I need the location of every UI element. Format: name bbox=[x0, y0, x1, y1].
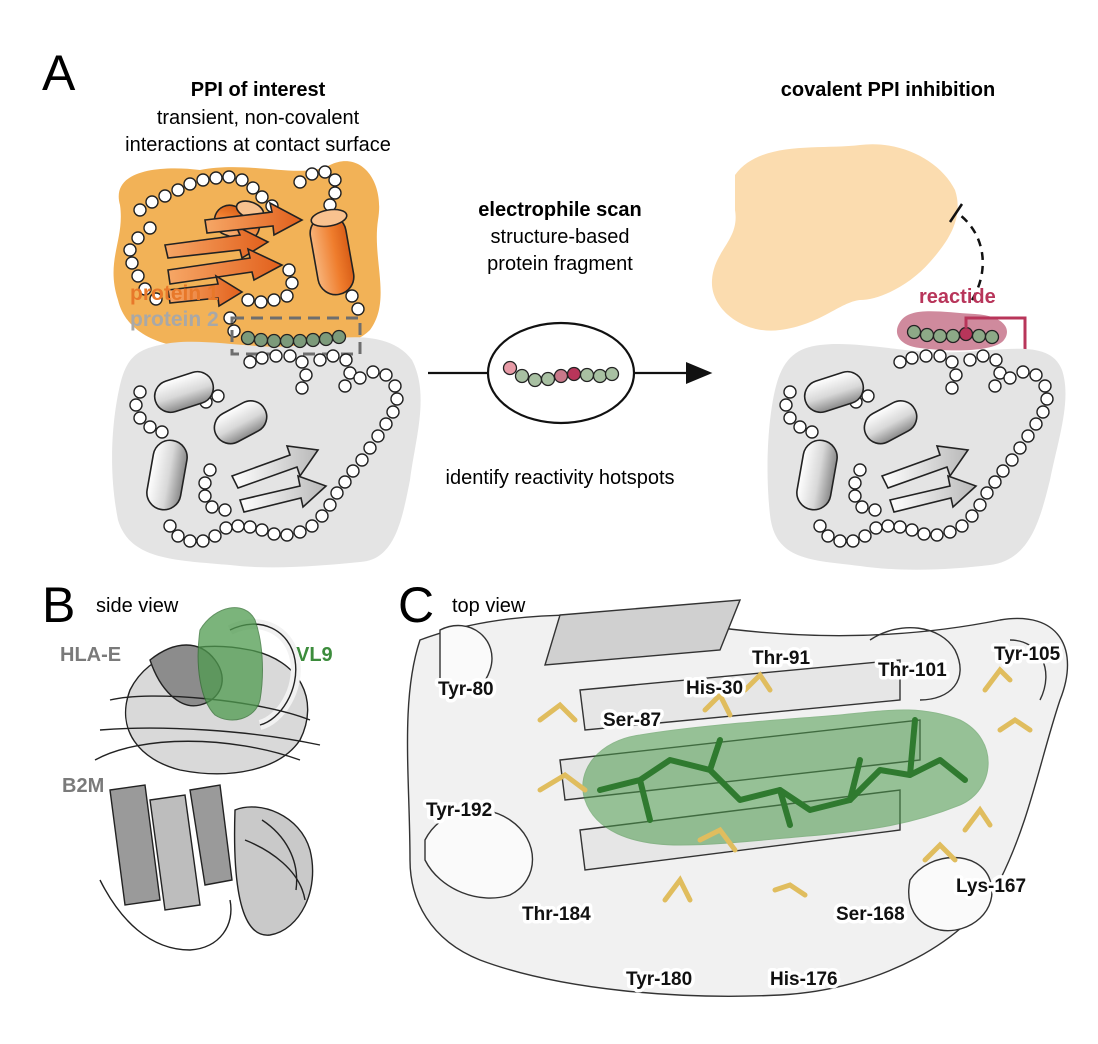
covalent-title: covalent PPI inhibition bbox=[781, 79, 995, 101]
panel-c-letter: C bbox=[398, 577, 434, 633]
reactide-peptide bbox=[906, 324, 1000, 345]
scan-bottom-text: identify reactivity hotspots bbox=[446, 467, 675, 489]
residue-label: Thr-101 bbox=[878, 660, 947, 681]
scan-subtitle-2: protein fragment bbox=[487, 253, 633, 275]
vl9-label: VL9 bbox=[296, 644, 333, 666]
b2m-label: B2M bbox=[62, 775, 104, 797]
scan-title: electrophile scan bbox=[478, 199, 641, 221]
protein1-strands bbox=[164, 201, 304, 308]
residue-label: His-176 bbox=[770, 969, 838, 990]
dashed-inhibition-arc bbox=[959, 214, 984, 301]
residue-labels: Tyr-80 Ser-87 His-30 Thr-91 Thr-101 Tyr-… bbox=[423, 641, 1065, 994]
residue-label: Tyr-180 bbox=[626, 969, 692, 990]
residue-label: Tyr-192 bbox=[426, 800, 492, 821]
side-chain-sticks bbox=[537, 666, 1033, 903]
reactide-label: reactide bbox=[919, 286, 996, 308]
scan-subtitle-1: structure-based bbox=[491, 226, 630, 248]
interface-peptide bbox=[240, 329, 347, 349]
residue-label: Ser-87 bbox=[603, 710, 661, 731]
vl9-surface bbox=[197, 607, 263, 721]
panel-c-view: top view bbox=[452, 595, 526, 617]
residue-label: Tyr-105 bbox=[994, 644, 1061, 665]
residue-label: Tyr-80 bbox=[438, 679, 494, 700]
vl9-surface-top bbox=[582, 709, 989, 846]
residue-label: Thr-91 bbox=[752, 648, 811, 669]
residue-label: Lys-167 bbox=[956, 876, 1026, 897]
panel-b-letter: B bbox=[42, 577, 75, 633]
residue-label: His-30 bbox=[686, 678, 743, 699]
hla-e-label: HLA-E bbox=[60, 644, 121, 666]
b2m-ribbon bbox=[99, 784, 314, 951]
residue-label: Thr-184 bbox=[522, 904, 591, 925]
residue-label: Ser-168 bbox=[836, 904, 905, 925]
fragment-peptide bbox=[502, 360, 620, 388]
protein1-label: protein 1 bbox=[130, 282, 219, 305]
panel-a-letter: A bbox=[42, 45, 76, 101]
panel-b-view: side view bbox=[96, 595, 179, 617]
protein2-structure bbox=[129, 349, 404, 548]
protein2-label: protein 2 bbox=[130, 308, 219, 331]
inhibition-bar bbox=[948, 203, 964, 223]
ppi-subtitle-1: transient, non-covalent bbox=[157, 107, 360, 129]
vl9-sticks bbox=[597, 717, 968, 828]
protein1-ghost bbox=[711, 144, 958, 331]
protein1-blob bbox=[113, 161, 381, 352]
ppi-subtitle-2: interactions at contact surface bbox=[125, 134, 391, 156]
ppi-title: PPI of interest bbox=[191, 79, 326, 101]
